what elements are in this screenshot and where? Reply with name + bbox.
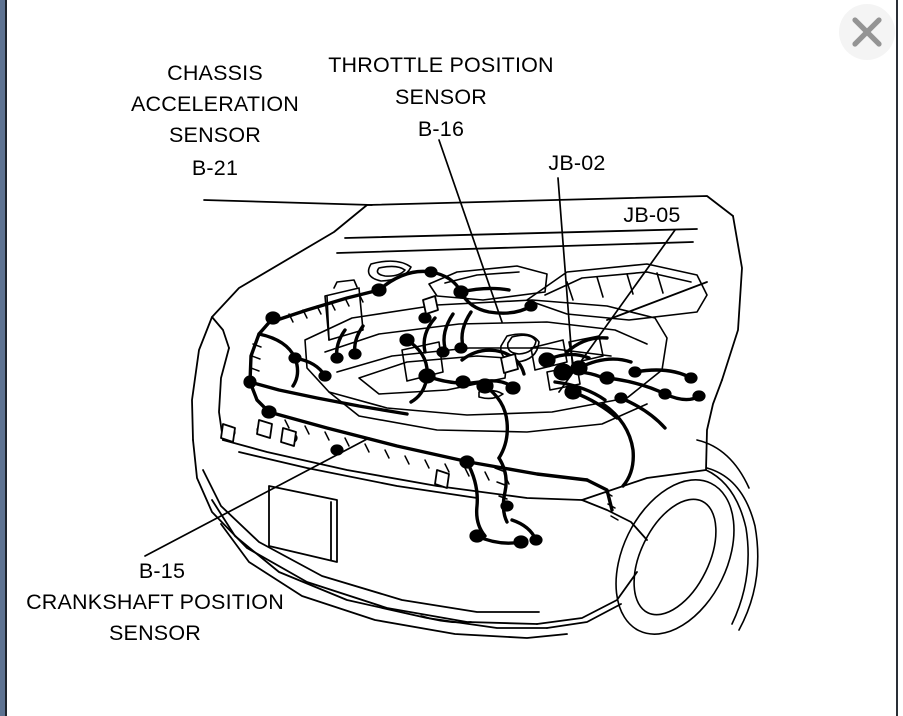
harness-connector-blocks (220, 295, 519, 489)
viewer-left-border-rule (5, 0, 7, 716)
vehicle-body-outline (191, 195, 743, 471)
label-junction-block-05: JB-05 (623, 203, 680, 227)
label-chassis-acceleration-sensor-line1: CHASSIS (167, 61, 263, 85)
close-button[interactable] (839, 4, 895, 60)
callout-text-labels: CHASSIS ACCELERATION SENSOR B-21 THROTTL… (26, 53, 680, 645)
harness-connectors (222, 266, 706, 549)
front-right-wheel (615, 439, 759, 635)
label-crankshaft-position-sensor-code: B-15 (139, 559, 185, 583)
leader-b16 (438, 139, 503, 323)
viewer-right-frame-band (898, 0, 903, 716)
close-x-icon (850, 15, 884, 49)
label-chassis-acceleration-sensor-code: B-21 (192, 156, 238, 180)
callout-leader-lines (144, 139, 676, 557)
label-throttle-position-sensor-code: B-16 (418, 117, 464, 141)
wiring-harness-bundles (248, 269, 701, 545)
label-chassis-acceleration-sensor-line2: ACCELERATION (131, 92, 299, 116)
leader-b15 (144, 437, 370, 557)
viewer-left-frame-band (0, 0, 5, 716)
wiring-harness-diagram: CHASSIS ACCELERATION SENSOR B-21 THROTTL… (7, 0, 896, 716)
label-crankshaft-position-sensor-line1: CRANKSHAFT POSITION (26, 590, 284, 614)
label-crankshaft-position-sensor-line2: SENSOR (109, 621, 201, 645)
label-throttle-position-sensor-line1: THROTTLE POSITION (328, 53, 554, 77)
label-throttle-position-sensor-line2: SENSOR (395, 85, 487, 109)
harness-clip-ticks (250, 293, 619, 521)
front-bumper-fascia (192, 439, 707, 639)
leader-b21 (203, 199, 373, 206)
leader-jb05 (558, 229, 676, 393)
label-junction-block-02: JB-02 (548, 151, 605, 175)
label-chassis-acceleration-sensor-line3: SENSOR (169, 123, 261, 147)
leader-jb02 (557, 177, 574, 373)
viewer-right-border-rule (896, 0, 898, 716)
